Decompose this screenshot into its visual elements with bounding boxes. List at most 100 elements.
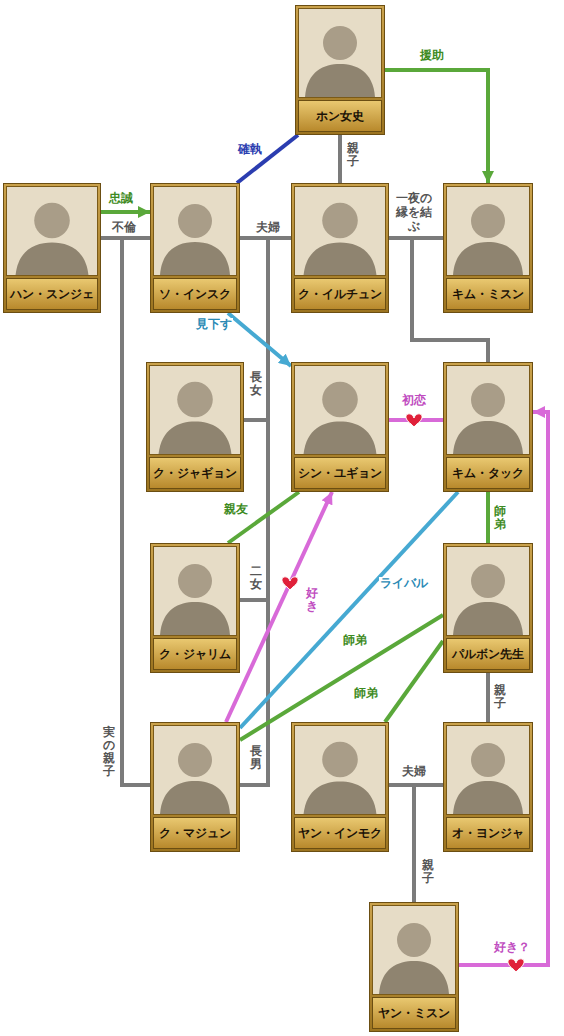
relation-line (240, 492, 458, 728)
relation-label: 援助 (420, 49, 444, 63)
heart-shape (508, 959, 524, 972)
portrait-placeholder (154, 726, 236, 814)
portrait-frame (6, 186, 98, 276)
label-patch: 忠誠 (108, 192, 134, 206)
name-plate: ハン・スンジェ (6, 278, 98, 310)
relation-label: 長女 (250, 371, 262, 397)
relation-label: 長男 (250, 745, 262, 771)
portrait-head (471, 204, 505, 238)
character-card: ク・マジュン (150, 722, 240, 852)
portrait-body (160, 602, 230, 635)
portrait-head (34, 203, 70, 239)
character-card: キム・ミスン (443, 183, 533, 313)
portrait-frame (153, 725, 237, 815)
name-plate: ヤン・ミスン (372, 997, 456, 1029)
portrait-ground (373, 906, 455, 994)
relation-line (385, 641, 443, 722)
relation-label: 師弟 (354, 687, 378, 701)
portrait-body (303, 243, 376, 275)
label-patch: 長男 (249, 745, 263, 771)
character-card: シン・ユギョン (291, 362, 389, 492)
name-plate: ソ・インスク (153, 278, 237, 310)
character-name: ク・マジュン (159, 825, 231, 842)
label-patch: 夫婦 (401, 765, 427, 779)
portrait-placeholder (447, 547, 529, 635)
label-patch: 不倫 (111, 221, 137, 235)
character-card: パルボン先生 (443, 543, 533, 673)
name-plate: キム・タック (446, 457, 530, 489)
character-name: ハン・スンジェ (10, 286, 94, 303)
portrait-frame (446, 725, 530, 815)
character-name: ク・ジャリム (159, 646, 231, 663)
name-plate: パルボン先生 (446, 638, 530, 670)
portrait-head (397, 923, 431, 957)
portrait-body (453, 242, 523, 275)
portrait-frame (153, 186, 237, 276)
portrait-head (322, 742, 358, 778)
portrait-body (379, 961, 449, 994)
label-patch: 一夜の縁を結ぶ (394, 192, 434, 233)
portrait-placeholder (154, 187, 236, 275)
portrait-head (322, 382, 358, 418)
character-name: オ・ヨンジャ (452, 825, 524, 842)
character-card: ヤン・インモク (291, 722, 389, 852)
relation-label: 忠誠 (109, 192, 133, 206)
relation-line (389, 785, 414, 902)
character-card: ソ・インスク (150, 183, 240, 313)
portrait-head (471, 564, 505, 598)
character-name: ヤン・インモク (298, 825, 382, 842)
relation-label: 親子 (494, 684, 506, 710)
name-plate: キム・ミスン (446, 278, 530, 310)
portrait-body (303, 422, 376, 454)
portrait-ground (295, 726, 385, 814)
relation-line (486, 673, 490, 722)
relation-label: 好き？ (494, 941, 530, 955)
heart-symbol (508, 959, 524, 972)
relation-label: 師弟 (343, 634, 367, 648)
portrait-ground (447, 366, 529, 454)
portrait-ground (299, 9, 381, 97)
portrait-head (471, 383, 505, 417)
portrait-frame (446, 546, 530, 636)
character-name: キム・ミスン (452, 286, 524, 303)
label-patch: 初恋 (401, 394, 427, 408)
portrait-ground (154, 726, 236, 814)
label-patch: 二女 (249, 565, 263, 591)
heart-symbol (406, 414, 422, 427)
relation-label: 親子 (422, 859, 434, 885)
relation-label: 実の親子 (103, 726, 115, 779)
character-card: ヤン・ミスン (369, 902, 459, 1032)
portrait-frame (298, 8, 382, 98)
character-name: パルボン先生 (452, 646, 524, 663)
relation-label: 好き (306, 587, 318, 613)
portrait-placeholder (150, 366, 240, 454)
portrait-body (160, 781, 230, 814)
relation-label: 親子 (347, 142, 359, 168)
portrait-head (178, 564, 212, 598)
character-card: ク・イルチュン (291, 183, 389, 313)
portrait-body (453, 421, 523, 454)
portrait-placeholder (295, 366, 385, 454)
portrait-body (453, 602, 523, 635)
portrait-placeholder (7, 187, 97, 275)
relation-line (385, 70, 488, 183)
portrait-frame (294, 186, 386, 276)
label-patch: 親子 (346, 142, 360, 168)
relation-line (459, 412, 548, 965)
portrait-placeholder (447, 366, 529, 454)
label-patch: 好き？ (493, 941, 531, 955)
portrait-ground (7, 187, 97, 275)
portrait-frame (294, 725, 386, 815)
relation-label: 一夜の縁を結ぶ (395, 192, 433, 233)
relation-label: 夫婦 (256, 221, 280, 235)
character-card: ク・ジャギョン (146, 362, 244, 492)
relation-label: 確執 (238, 143, 262, 157)
name-plate: ク・ジャギョン (149, 457, 241, 489)
label-patch: 見下す (195, 318, 233, 332)
portrait-ground (447, 187, 529, 275)
relation-line (486, 492, 490, 543)
relation-line (101, 238, 150, 785)
character-name: ソ・インスク (159, 286, 231, 303)
label-patch: 好き (305, 587, 319, 613)
